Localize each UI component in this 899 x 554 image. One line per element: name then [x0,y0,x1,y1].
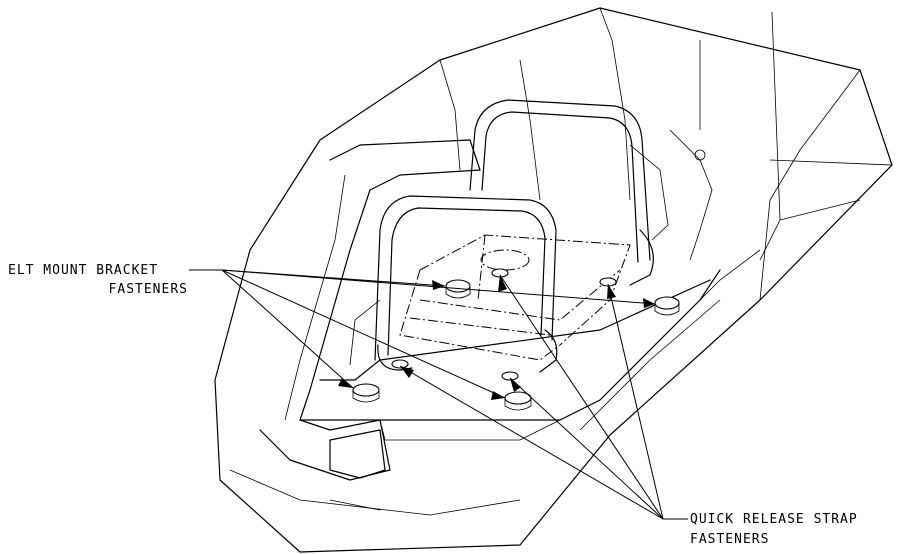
callout-elt-bracket: ELT MOUNT BRACKET FASTENERS [8,263,188,297]
front-strap [349,195,558,373]
strap-fastener-front-right [501,371,519,381]
fuselage-outline [214,7,893,553]
strap-leaders [399,274,688,520]
callout-strap: QUICK RELEASE STRAP FASTENERS [690,512,858,547]
bolt-rear-right [654,296,680,310]
strap-label-line2: FASTENERS [690,532,769,547]
mounting-shelf [229,139,761,516]
elt-bracket-leaders [189,269,656,400]
rear-strap [469,99,669,286]
strap-label-line1: QUICK RELEASE STRAP [690,512,858,527]
elt-bracket-label-line2: FASTENERS [109,282,188,297]
elt-bracket-label-line1: ELT MOUNT BRACKET [8,263,158,278]
strap-fastener-front-left [391,359,409,369]
bolt-rear-left [445,279,471,293]
bolt-front-left [352,383,380,397]
